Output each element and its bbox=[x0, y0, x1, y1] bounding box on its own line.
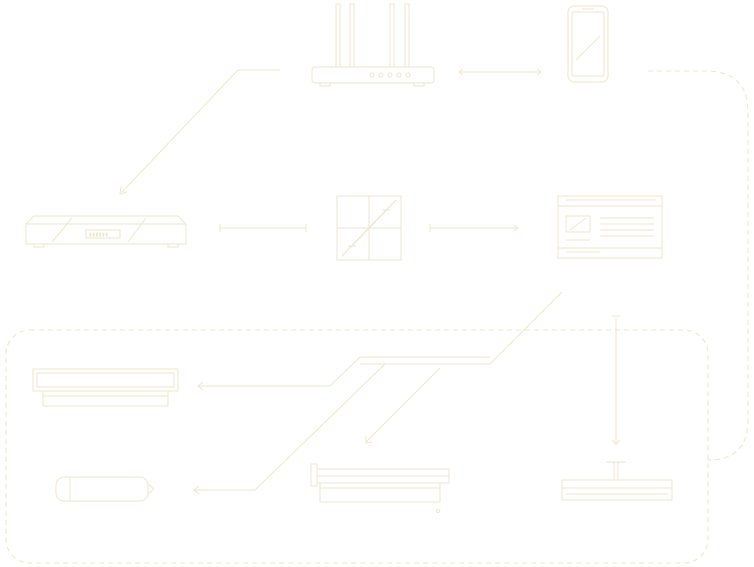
modem-panel-connector bbox=[219, 224, 307, 232]
ceiling-light-icon bbox=[561, 461, 673, 501]
router-modem-connector bbox=[119, 69, 280, 195]
modem-box-icon: ▮▮▮▮▮▮ bbox=[25, 215, 187, 248]
controller-ceiling-connector bbox=[611, 315, 621, 445]
wifi-router-icon bbox=[311, 3, 435, 87]
linear-light-icon bbox=[32, 368, 179, 407]
panel-controller-connector bbox=[429, 224, 519, 232]
lighting-group-boundary bbox=[5, 329, 709, 564]
controller-distribution-connector bbox=[193, 291, 563, 495]
control-panel-icon bbox=[336, 195, 402, 261]
track-light-icon bbox=[310, 463, 450, 513]
wireless-link-dashed-connector bbox=[648, 70, 749, 461]
smartphone-icon bbox=[567, 5, 609, 83]
tube-light-icon bbox=[55, 476, 155, 502]
din-rail-controller-icon bbox=[557, 195, 663, 259]
svg-text:▮▮▮▮▮▮: ▮▮▮▮▮▮ bbox=[89, 232, 109, 238]
router-phone-connector bbox=[458, 68, 542, 76]
